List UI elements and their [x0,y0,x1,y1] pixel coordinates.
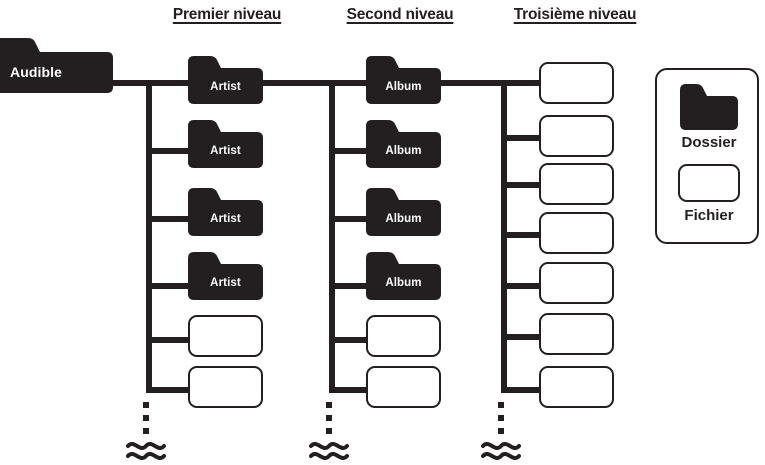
folder-icon [188,56,263,104]
folder-level2-1[interactable]: Album [366,56,441,104]
trunk-level2 [329,80,335,393]
file-level2-5[interactable] [366,315,441,357]
branch-level2-5 [329,337,377,343]
folder-icon [188,252,263,300]
column-header-troisieme-niveau: Troisième niveau [513,6,637,23]
connector-level1-to-level2 [260,80,372,86]
branch-level3-5 [501,283,546,289]
branch-level2-3 [329,216,377,222]
file-level3-5[interactable] [539,262,614,304]
branch-level2-6 [329,387,377,393]
branch-level3-7 [501,387,546,393]
branch-level1-1 [146,80,194,86]
file-level3-4[interactable] [539,212,614,254]
branch-level1-4 [146,283,194,289]
branch-level1-3 [146,216,194,222]
file-level3-7[interactable] [539,366,614,408]
folder-icon [188,188,263,236]
branch-level2-1 [329,80,377,86]
file-box-icon [678,164,740,202]
branch-level1-6 [146,387,194,393]
folder-level2-2[interactable]: Album [366,120,441,168]
file-level2-6[interactable] [366,366,441,408]
file-level3-1[interactable] [539,62,614,104]
file-level3-3[interactable] [539,163,614,205]
folder-level1-1[interactable]: Artist [188,56,263,104]
branch-level1-5 [146,337,194,343]
file-level3-2[interactable] [539,115,614,157]
folder-icon [680,84,738,130]
continuation-dots-level3 [498,402,504,441]
truncation-wave-icon-level2 [309,442,349,460]
branch-level3-2 [501,135,546,141]
folder-level1-2[interactable]: Artist [188,120,263,168]
file-level1-5[interactable] [188,315,263,357]
column-header-second-niveau: Second niveau [346,6,454,23]
file-level1-6[interactable] [188,366,263,408]
connector-level2-to-level3 [438,80,508,86]
legend-folder-label: Dossier [681,134,737,151]
trunk-level1 [146,80,152,393]
column-header-premier-niveau: Premier niveau [172,6,282,23]
truncation-wave-icon-level3 [481,442,521,460]
branch-level3-3 [501,182,546,188]
folder-icon [188,120,263,168]
root-folder-audible[interactable]: Audible [0,38,113,93]
folder-icon [366,252,441,300]
branch-level1-2 [146,148,194,154]
continuation-dots-level2 [326,402,332,441]
folder-level2-4[interactable]: Album [366,252,441,300]
branch-level3-6 [501,334,546,340]
folder-icon [366,188,441,236]
folder-icon [366,120,441,168]
branch-level3-1 [501,80,546,86]
legend-box: Dossier Fichier [655,68,759,244]
branch-level2-4 [329,283,377,289]
branch-level3-4 [501,232,546,238]
legend-file-label: Fichier [684,207,734,224]
folder-icon [0,38,113,93]
folder-icon [366,56,441,104]
truncation-wave-icon-level1 [126,442,166,460]
file-level3-6[interactable] [539,313,614,355]
folder-level1-4[interactable]: Artist [188,252,263,300]
continuation-dots-level1 [143,402,149,441]
folder-level2-3[interactable]: Album [366,188,441,236]
branch-level2-2 [329,148,377,154]
folder-level1-3[interactable]: Artist [188,188,263,236]
